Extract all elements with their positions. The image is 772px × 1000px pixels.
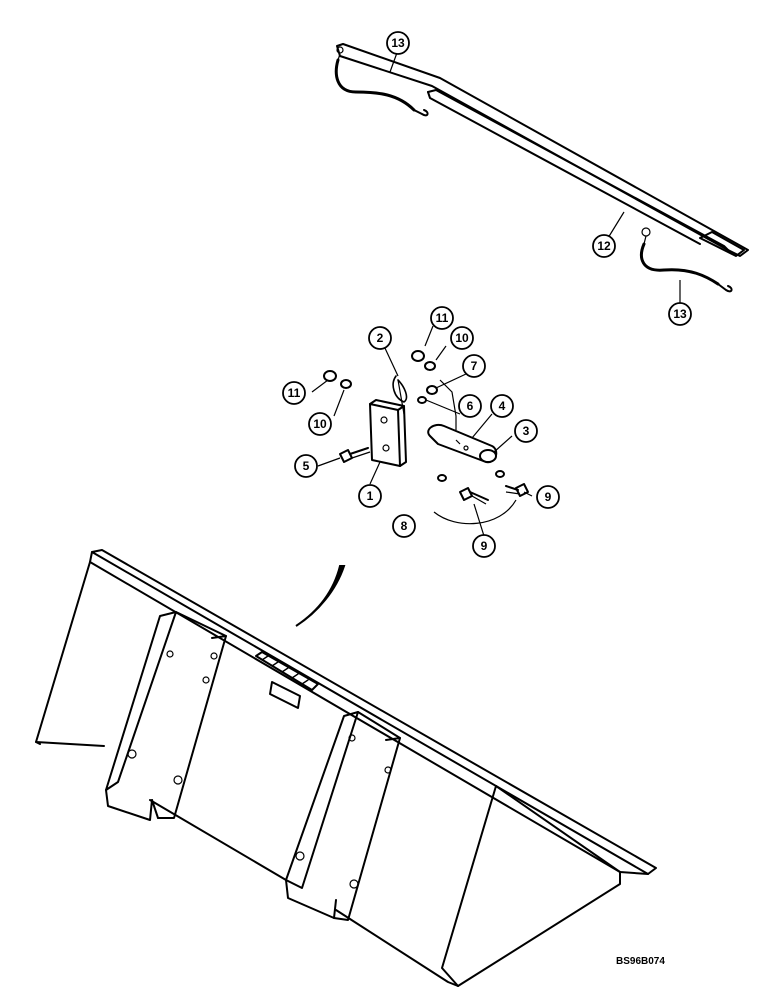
callout-5-label: 5 xyxy=(303,459,310,473)
tether-cable-left xyxy=(334,53,429,117)
tether-cable-right xyxy=(640,235,733,293)
callout-10-top: 10 xyxy=(450,326,474,350)
callout-3-label: 3 xyxy=(523,424,530,438)
callout-1-label: 1 xyxy=(367,489,374,503)
callout-9-right: 9 xyxy=(536,485,560,509)
callout-10-left-label: 10 xyxy=(313,417,327,431)
loader-bucket xyxy=(35,549,657,987)
callout-4: 4 xyxy=(490,394,514,418)
latch-bracket xyxy=(369,399,407,467)
washers-and-nuts xyxy=(323,350,505,482)
callout-12-label: 12 xyxy=(597,239,611,253)
hair-pin-clip xyxy=(392,375,408,415)
callout-12: 12 xyxy=(592,234,616,258)
callout-leaders xyxy=(311,49,681,537)
callout-8-label: 8 xyxy=(401,519,408,533)
callout-11-left: 11 xyxy=(282,381,306,405)
callout-11-left-label: 11 xyxy=(288,386,301,400)
callout-10-top-label: 10 xyxy=(455,331,469,345)
callout-11-top: 11 xyxy=(430,306,454,330)
callout-2: 2 xyxy=(368,326,392,350)
callout-9-right-label: 9 xyxy=(545,490,552,504)
callout-13-bottom: 13 xyxy=(668,302,692,326)
bolt-lower-center xyxy=(459,487,489,505)
callout-8: 8 xyxy=(392,514,416,538)
callout-3: 3 xyxy=(514,419,538,443)
callout-13-top-label: 13 xyxy=(391,36,405,50)
bolt-lower-right xyxy=(505,483,529,497)
callout-9-bottom: 9 xyxy=(472,534,496,558)
callout-1: 1 xyxy=(358,484,382,508)
callout-5: 5 xyxy=(294,454,318,478)
pin xyxy=(439,379,457,430)
callout-7: 7 xyxy=(462,354,486,378)
callout-13-bottom-label: 13 xyxy=(673,307,687,321)
callout-7-label: 7 xyxy=(471,359,478,373)
callout-4-label: 4 xyxy=(499,399,506,413)
group-bracket xyxy=(433,499,517,525)
latch-lever xyxy=(427,424,498,464)
callout-11-top-label: 11 xyxy=(436,311,449,325)
drawing-code: BS96B074 xyxy=(616,956,665,967)
guard-bar xyxy=(336,43,749,257)
callout-9-bottom-label: 9 xyxy=(481,539,488,553)
callout-6-label: 6 xyxy=(467,399,474,413)
callout-13-top: 13 xyxy=(386,31,410,55)
callout-6: 6 xyxy=(458,394,482,418)
bolt-left xyxy=(339,447,371,463)
callout-2-label: 2 xyxy=(377,331,384,345)
callout-10-left: 10 xyxy=(308,412,332,436)
location-arrow xyxy=(295,565,346,627)
